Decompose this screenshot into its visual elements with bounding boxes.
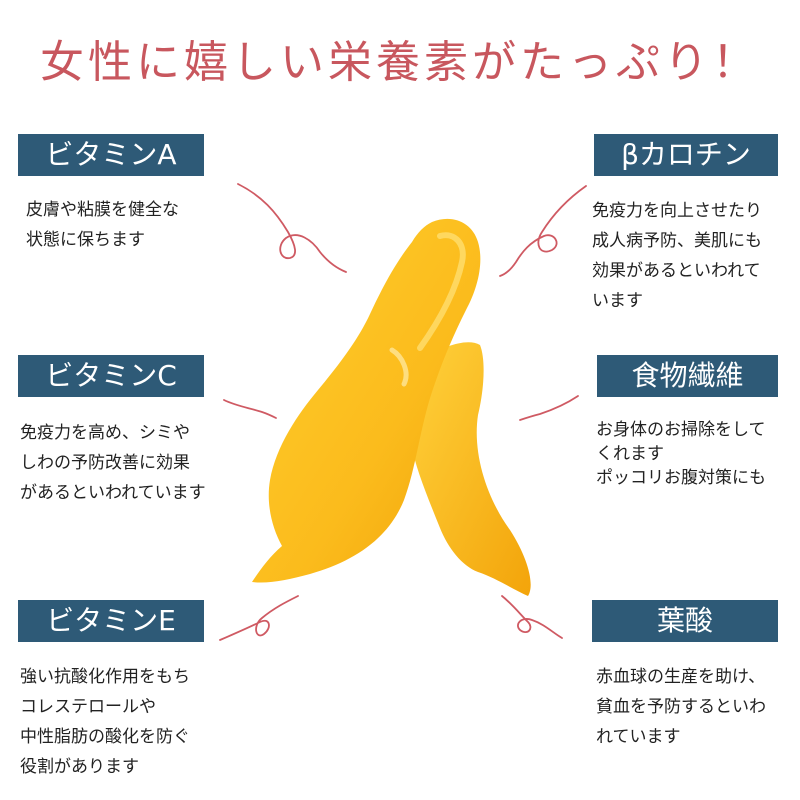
dietary-fiber-line: お身体のお掃除をして xyxy=(596,420,766,440)
mango-piece-front xyxy=(252,218,481,583)
mango-piece-back xyxy=(406,342,531,596)
folic-acid-label: 葉酸 xyxy=(592,600,778,642)
vitamin-a-label: ビタミンA xyxy=(18,134,204,176)
beta-carotene-description: 免疫力を向上させたり 成人病予防、美肌にも 効果があるといわれて います xyxy=(592,196,762,316)
swirl-mid-right xyxy=(519,395,579,421)
vitamin-c-description: 免疫力を高め、シミや しわの予防改善に効果 があるといわれています xyxy=(20,418,206,508)
dietary-fiber-label: 食物繊維 xyxy=(597,355,778,397)
folic-acid-line: 赤血球の生産を助け、 xyxy=(596,667,766,687)
swirl-bottom-left xyxy=(219,595,299,641)
page-title: 女性に嬉しい栄養素がたっぷり！ xyxy=(40,37,760,88)
vitamin-a-line: 状態に保ちます xyxy=(26,230,145,250)
mango-highlight xyxy=(417,232,466,351)
vitamin-c-line: があるといわれています xyxy=(20,483,206,503)
beta-carotene-line: 成人病予防、美肌にも xyxy=(592,231,762,251)
swirl-mid-left xyxy=(223,399,277,419)
dietary-fiber-description: お身体のお掃除をして くれます ポッコリお腹対策にも xyxy=(596,418,766,490)
vitamin-e-description: 強い抗酸化作用をもち コレステロールや 中性脂肪の酸化を防ぐ 役割があります xyxy=(20,662,190,782)
dietary-fiber-line: ポッコリお腹対策にも xyxy=(596,468,766,488)
beta-carotene-line: います xyxy=(592,291,643,311)
beta-carotene-line: 効果があるといわれて xyxy=(592,261,761,281)
vitamin-c-line: 免疫力を高め、シミや xyxy=(20,423,190,443)
vitamin-a-description: 皮膚や粘膜を健全な 状態に保ちます xyxy=(26,195,179,255)
beta-carotene-label: βカロチン xyxy=(594,134,778,176)
vitamin-e-label: ビタミンE xyxy=(18,600,204,642)
vitamin-c-line: しわの予防改善に効果 xyxy=(20,453,190,473)
swirl-top-right xyxy=(499,185,587,277)
swirl-bottom-right xyxy=(501,595,563,639)
vitamin-c-label: ビタミンC xyxy=(18,355,204,397)
vitamin-e-line: 役割があります xyxy=(20,757,139,777)
folic-acid-line: 貧血を予防するといわ xyxy=(596,697,766,717)
folic-acid-line: れています xyxy=(596,727,681,747)
dietary-fiber-line: くれます xyxy=(596,444,664,464)
vitamin-e-line: コレステロールや xyxy=(20,697,156,717)
mango-highlight-2 xyxy=(389,347,409,387)
vitamin-e-line: 強い抗酸化作用をもち xyxy=(20,667,190,687)
beta-carotene-line: 免疫力を向上させたり xyxy=(592,201,762,221)
vitamin-a-line: 皮膚や粘膜を健全な xyxy=(26,200,179,220)
swirl-top-left xyxy=(237,183,347,273)
folic-acid-description: 赤血球の生産を助け、 貧血を予防するといわ れています xyxy=(596,662,766,752)
vitamin-e-line: 中性脂肪の酸化を防ぐ xyxy=(20,727,190,747)
